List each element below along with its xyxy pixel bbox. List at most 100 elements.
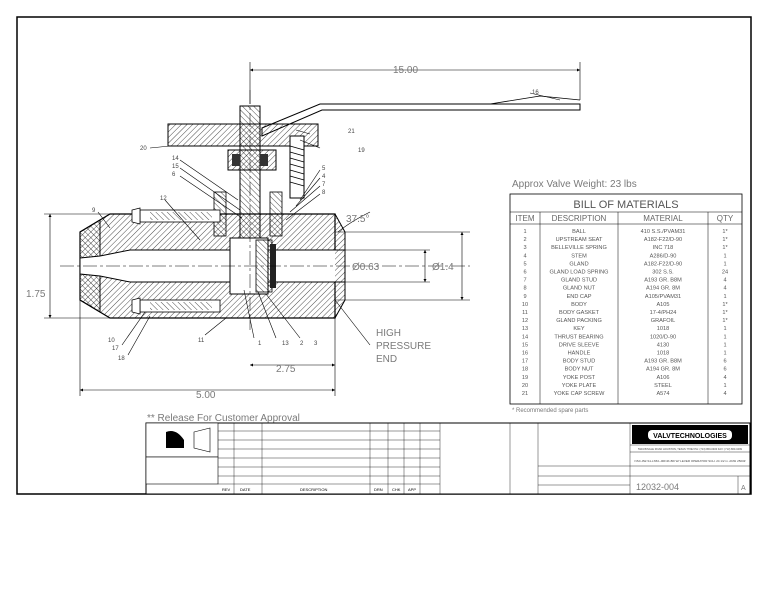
bom-cell: 7 [523, 278, 526, 284]
bom-cell: 1 [723, 342, 726, 348]
bom-cell: 6 [723, 367, 726, 373]
title-block: REV DATE DESCRIPTION DRN CHK APP VALVTEC… [145, 422, 751, 495]
callout-16: 16 [532, 90, 539, 96]
callout-19: 19 [358, 148, 365, 154]
bom-cell: A194 GR. 8M [646, 286, 680, 292]
bom-cell: THRUST BEARING [554, 334, 603, 340]
bom-cell: BODY NUT [565, 367, 594, 373]
company-address: 5904 BINGLE ROAD HOUSTON, TEXAS 77092 PH… [638, 447, 743, 451]
bom-cell: YOKE PLATE [562, 383, 597, 389]
callout-7: 7 [322, 182, 326, 188]
bom-cell: 1 [723, 383, 726, 389]
callout-21: 21 [348, 129, 355, 135]
bom-cell: 1* [722, 229, 728, 235]
bom-header-material: MATERIAL [643, 214, 683, 223]
callout-17: 17 [112, 346, 119, 352]
bom-cell: 24 [722, 270, 728, 276]
callout-5: 5 [322, 166, 326, 172]
bom-cell: A182-F22/D-90 [644, 261, 682, 267]
bom-cell: 4 [723, 375, 726, 381]
rev-header-rev: REV [222, 487, 231, 492]
bom-footnote: * Recommended spare parts [512, 408, 588, 414]
bom-cell: 1 [723, 351, 726, 357]
dim-overall-width: 15.00 [393, 65, 418, 76]
bom-cell: 1 [723, 294, 726, 300]
bom-cell: 17 [522, 359, 528, 365]
bom-cell: 410 S.S./PVAM31 [641, 229, 686, 235]
callout-18: 18 [118, 356, 125, 362]
bom-cell: 8 [523, 286, 526, 292]
callout-15: 15 [172, 164, 179, 170]
bom-cell: 18 [522, 367, 528, 373]
sheet-size: A [741, 485, 746, 492]
bom-cell: 4 [723, 278, 726, 284]
bom-cell: DRIVE SLEEVE [559, 342, 600, 348]
bom-cell: 1* [722, 310, 728, 316]
bom-header-description: DESCRIPTION [552, 214, 607, 223]
bom-cell: 1 [723, 261, 726, 267]
bom-cell: 9 [523, 294, 526, 300]
bom-cell: 1 [723, 334, 726, 340]
bom-cell: A106 [656, 375, 669, 381]
callout-4: 4 [322, 174, 326, 180]
bom-cell: 4 [523, 253, 526, 259]
bom-cell: BALL [572, 229, 586, 235]
bom-cell: 12 [522, 318, 528, 324]
company-name: VALVTECHNOLOGIES [653, 433, 727, 440]
bom-cell: A182-F22/D-90 [644, 237, 682, 243]
bom-cell: GLAND PACKING [556, 318, 602, 324]
bom-cell: A574 [656, 391, 669, 397]
bom-title: BILL OF MATERIALS [573, 199, 678, 211]
bom-cell: INC 718 [653, 245, 674, 251]
rev-header-date: DATE [240, 487, 251, 492]
bom-cell: KEY [573, 326, 584, 332]
dim-height: 1.75 [26, 289, 46, 300]
bom-cell: HANDLE [568, 351, 591, 357]
bom-cell: 15 [522, 342, 528, 348]
dim-bore: Ø0.63 [352, 262, 380, 273]
svg-text:HIGH: HIGH [376, 328, 401, 339]
bom-cell: GLAND STUD [561, 278, 597, 284]
bom-cell: 4130 [657, 342, 669, 348]
bom-cell: STEM [571, 253, 587, 259]
bom-cell: GRAFOIL [651, 318, 676, 324]
drawing-description: NSC-0W-S1-LS5/L-00F4K-BD W/ LEVER OPERAT… [635, 459, 746, 463]
rev-header-drn: DRN [374, 487, 383, 492]
rev-header-app: APP [408, 487, 416, 492]
bom-cell: 1018 [657, 326, 669, 332]
callout-13: 13 [282, 341, 289, 347]
callout-9: 9 [92, 208, 96, 214]
callout-11: 11 [198, 338, 205, 344]
svg-text:PRESSURE: PRESSURE [376, 341, 431, 352]
bom-cell: 1* [722, 318, 728, 324]
bom-cell: 17-4/PH24 [650, 310, 677, 316]
bom-cell: 10 [522, 302, 528, 308]
bom-cell: 3 [523, 245, 526, 251]
bom-cell: UPSTREAM SEAT [556, 237, 603, 243]
callout-10: 10 [108, 338, 115, 344]
drawing-number: 12032-004 [636, 482, 679, 492]
bom-cell: 21 [522, 391, 528, 397]
bom-cell: 1 [723, 253, 726, 259]
callout-2: 2 [300, 341, 304, 347]
bom-cell: GLAND [569, 261, 588, 267]
dim-length: 5.00 [196, 390, 216, 401]
bom-cell: 2 [523, 237, 526, 243]
callout-8: 8 [322, 190, 326, 196]
callout-1: 1 [258, 341, 262, 347]
rev-header-desc: DESCRIPTION [300, 487, 327, 492]
bom-cell: GLAND NUT [563, 286, 596, 292]
bom-cell: 13 [522, 326, 528, 332]
bom-cell: BODY STUD [563, 359, 596, 365]
bom-cell: A193 GR. B8M [644, 359, 682, 365]
rev-header-chk: CHK [392, 487, 401, 492]
bom-cell: 4 [723, 286, 726, 292]
bom-cell: STEEL [654, 383, 672, 389]
bom-cell: GLAND LOAD SPRING [549, 270, 608, 276]
bom-cell: 302 S.S. [652, 270, 674, 276]
bom-cell: 1018 [657, 351, 669, 357]
bom-cell: BODY [571, 302, 587, 308]
callout-20: 20 [140, 146, 147, 152]
